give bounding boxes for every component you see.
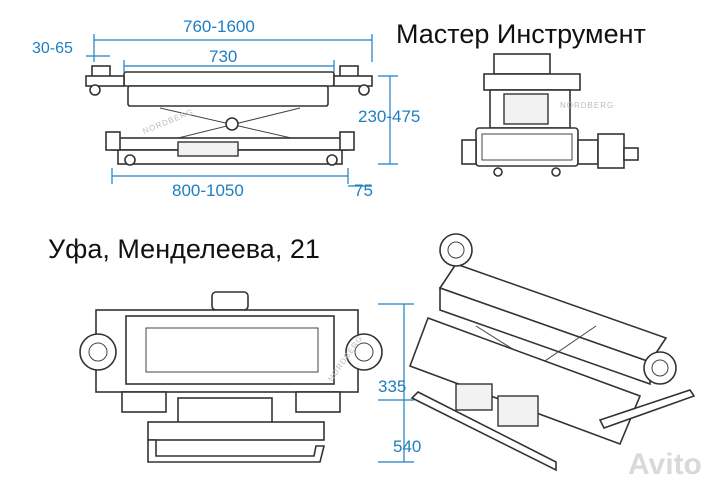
edge-offset-label: 30-65 (32, 40, 73, 57)
watermark-brand-2: NORDBERG (560, 101, 614, 110)
top-depth-label: 335 (378, 377, 406, 396)
brand-heading: Мастер Инструмент (396, 19, 646, 49)
overall-width-label: 760-1600 (183, 17, 255, 36)
platform-width-label: 730 (209, 47, 237, 66)
overall-depth-label: 540 (393, 437, 421, 456)
height-range-label: 230-475 (358, 107, 420, 126)
isometric-view-drawing (408, 233, 696, 472)
top-view-dimensions (378, 303, 414, 463)
base-length-label: 800-1050 (172, 181, 244, 200)
base-offset-label: 75 (354, 181, 373, 200)
watermark-brand: NORDBERG (141, 107, 195, 136)
address-heading: Уфа, Менделеева, 21 (48, 234, 320, 264)
side-view-dimensions (86, 34, 398, 187)
top-view-drawing: NORDBERG (79, 291, 383, 463)
logo-watermark: Avito (628, 448, 702, 481)
side-view-drawing: NORDBERG (85, 65, 373, 166)
front-view-drawing: NORDBERG (461, 53, 639, 177)
